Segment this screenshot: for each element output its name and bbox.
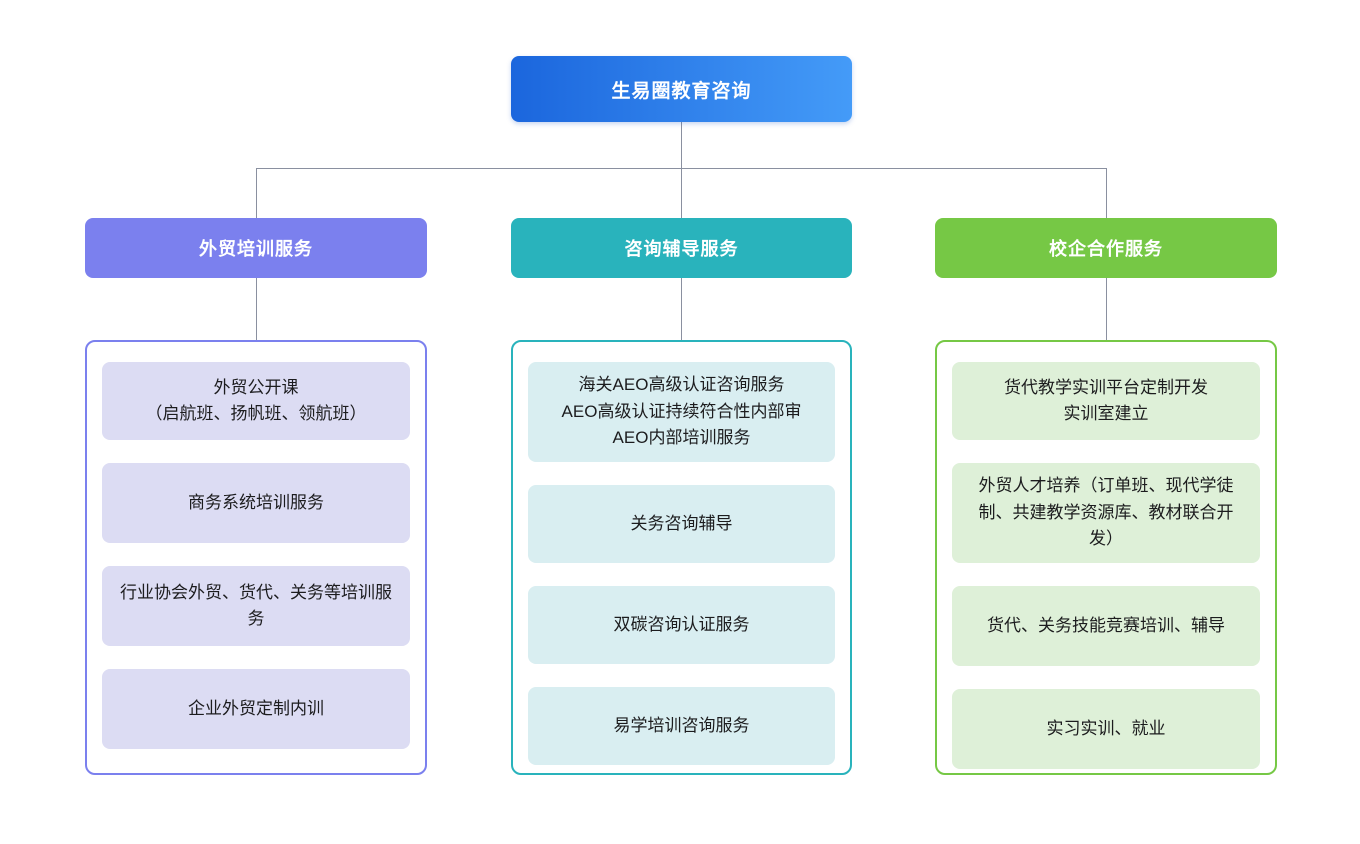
branch-group-consulting-coaching: 海关AEO高级认证咨询服务 AEO高级认证持续符合性内部审 AEO内部培训服务 … [511,340,852,775]
root-node-label: 生易圈教育咨询 [611,80,752,102]
service-item: 企业外贸定制内训 [102,669,410,749]
connector-line [681,122,682,168]
service-item: 外贸公开课 （启航班、扬帆班、领航班） [102,362,410,440]
branch-header-foreign-trade-training: 外贸培训服务 [85,218,427,278]
connector-line [256,168,257,218]
service-item: 货代、关务技能竞赛培训、辅导 [952,586,1260,666]
service-item: 海关AEO高级认证咨询服务 AEO高级认证持续符合性内部审 AEO内部培训服务 [528,362,835,462]
branch-group-school-enterprise: 货代教学实训平台定制开发 实训室建立 外贸人才培养（订单班、现代学徒制、共建教学… [935,340,1277,775]
service-item: 易学培训咨询服务 [528,687,835,765]
service-item: 行业协会外贸、货代、关务等培训服务 [102,566,410,646]
branch-header-label: 外贸培训服务 [199,239,313,259]
service-item: 关务咨询辅导 [528,485,835,563]
service-item: 货代教学实训平台定制开发 实训室建立 [952,362,1260,440]
branch-group-foreign-trade-training: 外贸公开课 （启航班、扬帆班、领航班） 商务系统培训服务 行业协会外贸、货代、关… [85,340,427,775]
connector-line [1106,168,1107,218]
connector-line [681,168,682,218]
connector-line [1106,278,1107,340]
branch-header-label: 校企合作服务 [1049,239,1163,259]
connector-line [256,278,257,340]
service-item: 双碳咨询认证服务 [528,586,835,664]
branch-header-school-enterprise: 校企合作服务 [935,218,1277,278]
branch-header-consulting-coaching: 咨询辅导服务 [511,218,852,278]
service-item: 外贸人才培养（订单班、现代学徒制、共建教学资源库、教材联合开发） [952,463,1260,563]
root-node: 生易圈教育咨询 [511,56,852,122]
connector-line [681,278,682,340]
service-item: 实习实训、就业 [952,689,1260,769]
service-item: 商务系统培训服务 [102,463,410,543]
branch-header-label: 咨询辅导服务 [624,239,739,259]
